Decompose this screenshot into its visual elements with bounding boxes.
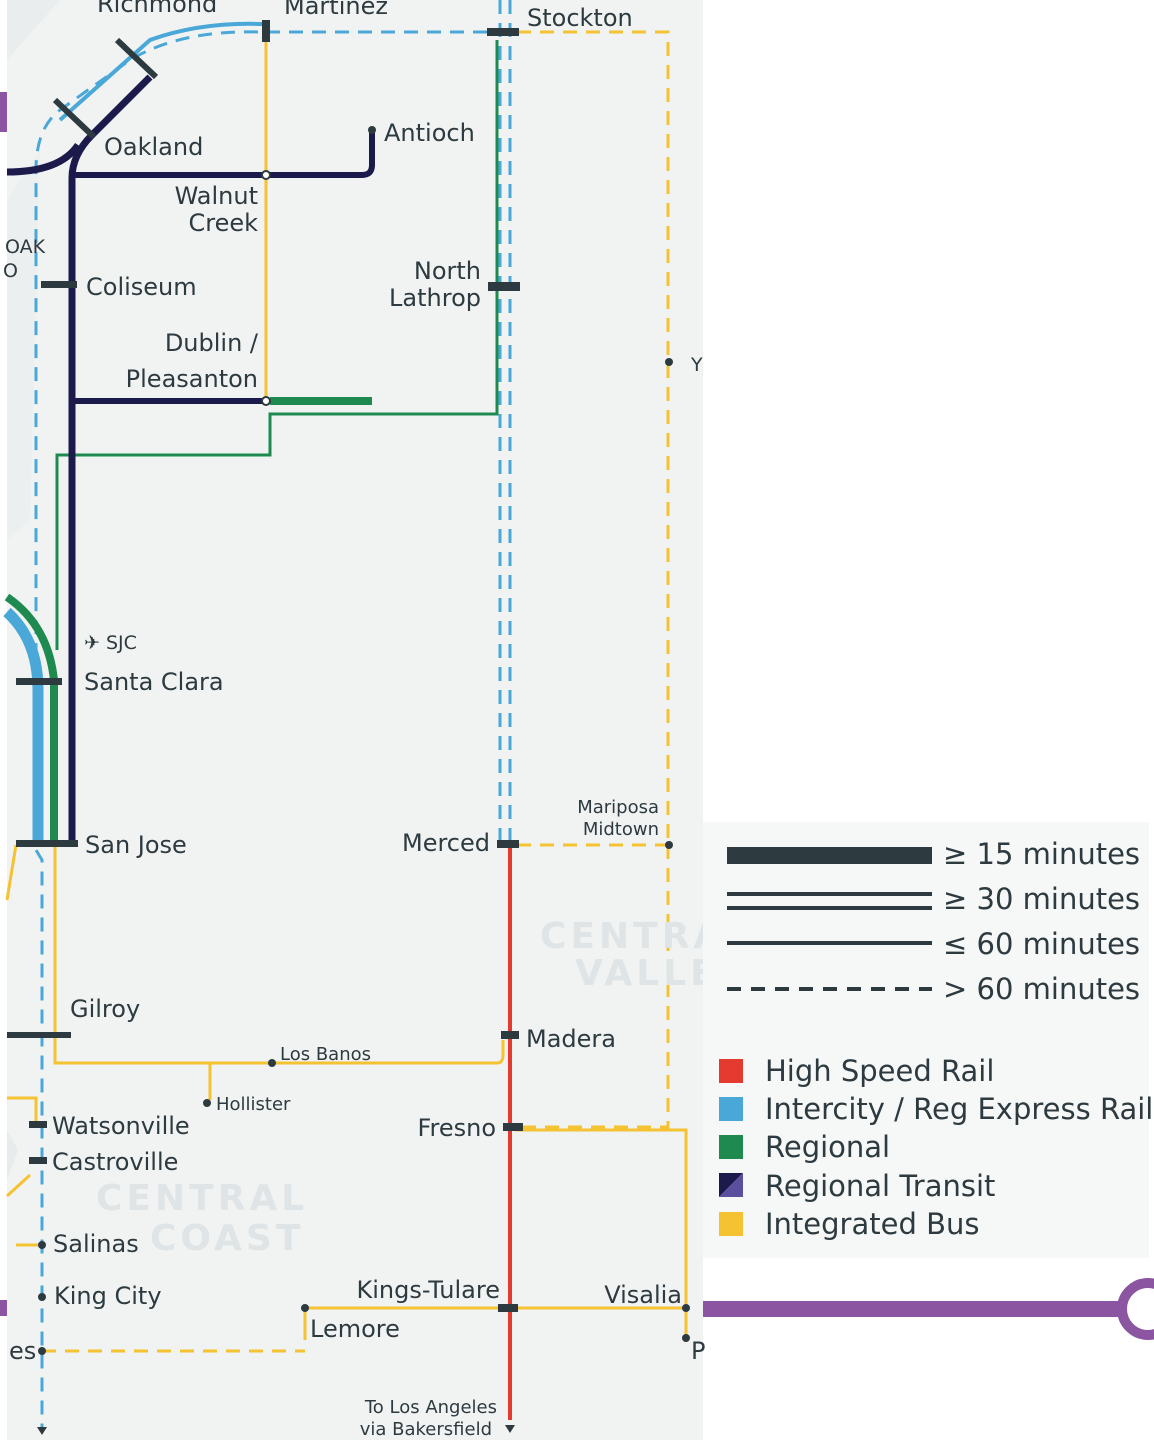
legend-service-label: Intercity / Reg Express Rail	[765, 1092, 1153, 1126]
station-label: Lathrop	[389, 284, 481, 312]
legend-service-label: High Speed Rail	[765, 1054, 994, 1088]
station-label: Midtown	[583, 819, 659, 840]
integrated-bus-lines	[5, 30, 688, 1353]
station-label: Pleasanton	[126, 365, 258, 393]
station-label: Visalia	[604, 1281, 682, 1309]
intercity-lines	[3, 0, 512, 1430]
purple-route-edge	[0, 92, 7, 132]
legend: ≥ 15 minutes ≥ 30 minutes ≤ 60 minutes >…	[719, 837, 1153, 1241]
station-label: O	[3, 260, 18, 282]
station-label: Salinas	[53, 1230, 139, 1258]
south-arrow	[505, 1425, 515, 1433]
station-label: Oakland	[104, 133, 203, 161]
station-label: Y	[690, 354, 703, 376]
station-label: Walnut	[175, 182, 258, 210]
legend-swatch-thick	[727, 847, 932, 864]
airport-label: ✈ SJC	[84, 632, 137, 654]
destination-label: via Bakersfield	[360, 1419, 492, 1440]
legend-swatch-intercity	[719, 1097, 743, 1121]
station-label: Stockton	[527, 4, 633, 32]
station-label: Lemore	[310, 1315, 400, 1343]
station-label: Gilroy	[70, 995, 140, 1023]
region-label: COAST	[150, 1218, 304, 1259]
station-label: Richmond	[97, 0, 217, 18]
station-label: San Jose	[85, 831, 187, 859]
region-label: CENTRAL	[96, 1178, 308, 1219]
regional-lines	[4, 40, 499, 840]
legend-service-label: Regional Transit	[765, 1169, 995, 1203]
purple-route-terminus	[1117, 1278, 1154, 1340]
station-label: Madera	[526, 1025, 616, 1053]
station-label: Martinez	[284, 0, 388, 20]
station-label: King City	[54, 1282, 162, 1310]
station-label: Coliseum	[86, 273, 197, 301]
station-label: Dublin /	[165, 329, 259, 357]
legend-service-label: Integrated Bus	[765, 1207, 979, 1241]
map-background	[7, 0, 703, 1440]
station-label: Hollister	[216, 1094, 291, 1115]
legend-frequency-label: ≥ 15 minutes	[943, 837, 1140, 871]
station-label: Watsonville	[52, 1112, 190, 1140]
station-label: Mariposa	[577, 797, 659, 818]
station-label: es	[9, 1337, 36, 1365]
station-label: Kings-Tulare	[356, 1276, 500, 1304]
station-label: Creek	[188, 209, 258, 237]
legend-service-label: Regional	[765, 1130, 890, 1164]
station-label: Merced	[402, 829, 490, 857]
legend-frequency-label: > 60 minutes	[943, 972, 1140, 1006]
legend-frequency-label: ≥ 30 minutes	[943, 882, 1140, 916]
legend-swatch-bus	[719, 1212, 743, 1236]
destination-label: To Los Angeles	[364, 1397, 497, 1418]
transfer-circles	[261, 170, 271, 406]
station-label: Fresno	[417, 1114, 496, 1142]
bay-water-hatch	[7, 0, 60, 1180]
south-arrow	[37, 1427, 47, 1435]
station-label: Los Banos	[280, 1044, 371, 1065]
station-markers	[7, 20, 690, 1355]
legend-frequency-label: ≤ 60 minutes	[943, 927, 1140, 961]
purple-route-edge	[0, 1300, 7, 1316]
station-label: OAK	[5, 236, 46, 258]
station-label: North	[414, 257, 481, 285]
legend-swatch-hsr	[719, 1059, 743, 1083]
station-label: Santa Clara	[84, 668, 224, 696]
station-labels: Richmond Martinez Stockton Oakland Antio…	[3, 0, 705, 1440]
legend-swatch-regional	[719, 1135, 743, 1159]
page-margin	[703, 0, 1154, 822]
station-label: Antioch	[384, 119, 475, 147]
station-label: P	[691, 1337, 705, 1365]
station-label: Castroville	[52, 1148, 178, 1176]
legend-swatch-transit	[719, 1173, 743, 1197]
